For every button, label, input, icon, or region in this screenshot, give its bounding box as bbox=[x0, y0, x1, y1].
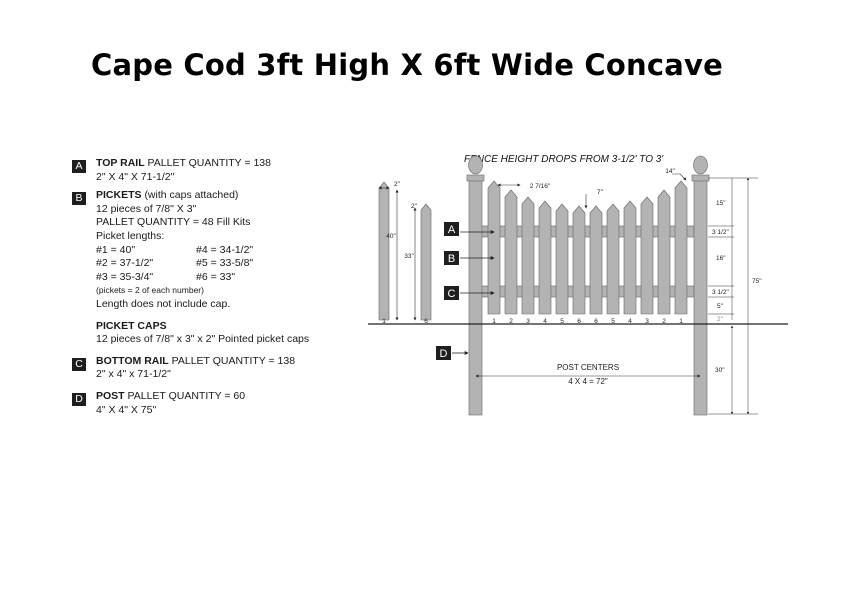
callout-b: B bbox=[444, 251, 495, 265]
callout-a: A bbox=[444, 222, 495, 236]
top-label: 14" bbox=[665, 168, 675, 175]
spec-top-rail: A TOP RAIL PALLET QUANTITY = 138 2" X 4"… bbox=[72, 157, 362, 184]
picket-5 bbox=[555, 203, 569, 315]
spec-size: 4" X 4" X 75" bbox=[96, 403, 157, 416]
lengths-label: Picket lengths: bbox=[96, 229, 165, 242]
spec-name: PICKETS bbox=[96, 189, 142, 202]
picket-3 bbox=[521, 196, 535, 315]
dim-label: 3 1/2" bbox=[712, 289, 729, 296]
picket-number: 4 bbox=[543, 318, 547, 325]
picket-number: 6 bbox=[594, 318, 598, 325]
post-right bbox=[691, 155, 710, 416]
picket-length: #1 = 40" bbox=[96, 243, 136, 256]
page-title: Cape Cod 3ft High X 6ft Wide Concave bbox=[91, 48, 723, 82]
spacing-label: 2 7/16" bbox=[530, 183, 551, 190]
picket-6 bbox=[572, 205, 586, 315]
picket-length: #6 = 33" bbox=[196, 270, 236, 283]
side-picket-number: 6 bbox=[424, 318, 428, 325]
picket-4 bbox=[538, 200, 552, 315]
picket-1 bbox=[487, 180, 501, 315]
post-left bbox=[466, 155, 485, 416]
picket-number: 2 bbox=[662, 318, 666, 325]
spec-post: D POST PALLET QUANTITY = 60 4" X 4" X 75… bbox=[72, 390, 362, 417]
picket-length: #2 = 37-1/2" bbox=[96, 257, 154, 270]
side-picket-1 bbox=[378, 181, 390, 321]
spec-size: 2" X 4" X 71-1/2" bbox=[96, 170, 175, 183]
lengths-row: #3 = 35-3/4" #6 = 33" bbox=[96, 271, 362, 285]
callout-d: D bbox=[436, 346, 469, 360]
spec-list: A TOP RAIL PALLET QUANTITY = 138 2" X 4"… bbox=[72, 157, 362, 417]
svg-text:B: B bbox=[448, 253, 455, 265]
spec-line: 12 pieces of 7/8" x 3" x 2" Pointed pick… bbox=[96, 333, 310, 346]
spec-line: PALLET QUANTITY = 48 Fill Kits bbox=[96, 216, 251, 229]
spec-name: BOTTOM RAIL bbox=[96, 354, 169, 367]
top-dim bbox=[672, 173, 687, 181]
picket-length: #3 = 35-3/4" bbox=[96, 270, 154, 283]
pair-note: (pickets = 2 of each number) bbox=[96, 285, 204, 296]
dim-label: 15" bbox=[716, 200, 726, 207]
picket-number: 6 bbox=[577, 318, 581, 325]
picket-number: 3 bbox=[526, 318, 530, 325]
picket-3 bbox=[640, 196, 654, 315]
letter-badge-c: C bbox=[72, 357, 86, 371]
dim-label: 3 1/2" bbox=[712, 229, 729, 236]
picket-number: 1 bbox=[492, 318, 496, 325]
letter-badge-b: B bbox=[72, 192, 86, 206]
spec-name: TOP RAIL bbox=[96, 157, 145, 169]
picket-1 bbox=[674, 180, 688, 315]
spec-size: 2" x 4" x 71-1/2" bbox=[96, 368, 171, 381]
post-centers-label: POST CENTERS bbox=[557, 363, 619, 372]
dim-label: 5" bbox=[717, 303, 724, 310]
below-ground-label: 30" bbox=[715, 367, 725, 374]
cap-note: Length does not include cap. bbox=[96, 297, 231, 310]
side-picket-6 bbox=[420, 203, 432, 321]
picket-4 bbox=[623, 200, 637, 315]
spec-bottom-rail: C BOTTOM RAIL PALLET QUANTITY = 138 2" x… bbox=[72, 355, 362, 382]
picket-2 bbox=[657, 189, 671, 315]
letter-badge-a: A bbox=[72, 160, 86, 173]
spec-name: POST bbox=[96, 389, 125, 402]
picket-2 bbox=[504, 189, 518, 315]
spec-pickets: B PICKETS (with caps attached) 12 pieces… bbox=[72, 189, 362, 311]
spec-qty: PALLET QUANTITY = 138 bbox=[171, 354, 296, 367]
picket-length: #4 = 34-1/2" bbox=[196, 243, 254, 256]
letter-badge-d: D bbox=[72, 392, 86, 406]
picket-5 bbox=[606, 203, 620, 315]
dim-label: 2" bbox=[717, 316, 724, 323]
picket-number: 2 bbox=[509, 318, 513, 325]
side-height-label-6: 33" bbox=[404, 253, 414, 260]
lengths-row: #2 = 37-1/2" #5 = 33-5/8" bbox=[96, 257, 362, 271]
side-picket-number: 1 bbox=[382, 318, 386, 325]
side-width-label: 2" bbox=[411, 203, 418, 210]
lengths-row: #1 = 40" #4 = 34-1/2" bbox=[96, 244, 362, 258]
spec-picket-caps: PICKET CAPS 12 pieces of 7/8" x 3" x 2" … bbox=[72, 320, 362, 347]
drop-label: 7" bbox=[597, 189, 604, 196]
picket-number: 1 bbox=[679, 318, 683, 325]
callout-c: C bbox=[444, 286, 495, 300]
height-drop-banner: FENCE HEIGHT DROPS FROM 3-1/2' TO 3' bbox=[464, 154, 664, 165]
dim-label: 16" bbox=[716, 255, 726, 262]
post-centers-value: 4 X 4 = 72" bbox=[568, 377, 608, 386]
picket-length: #5 = 33-5/8" bbox=[196, 257, 254, 270]
side-width-label: 2" bbox=[394, 181, 401, 188]
spec-note: (with caps attached) bbox=[144, 189, 239, 202]
picket-6 bbox=[589, 205, 603, 315]
fence-diagram: FENCE HEIGHT DROPS FROM 3-1/2' TO 3' 2" … bbox=[368, 154, 788, 416]
picket-number: 5 bbox=[611, 318, 615, 325]
svg-text:A: A bbox=[448, 224, 456, 236]
side-height-label-1: 40" bbox=[386, 233, 396, 240]
total-height-label: 75" bbox=[752, 278, 762, 285]
picket-number: 3 bbox=[645, 318, 649, 325]
svg-text:D: D bbox=[440, 348, 448, 360]
spec-line: 12 pieces of 7/8" X 3" bbox=[96, 202, 197, 215]
svg-text:C: C bbox=[448, 288, 456, 300]
spec-qty: PALLET QUANTITY = 138 bbox=[147, 157, 271, 169]
spec-qty: PALLET QUANTITY = 60 bbox=[127, 389, 246, 402]
spec-name: PICKET CAPS bbox=[96, 319, 167, 332]
picket-number: 4 bbox=[628, 318, 632, 325]
picket-number: 5 bbox=[560, 318, 564, 325]
